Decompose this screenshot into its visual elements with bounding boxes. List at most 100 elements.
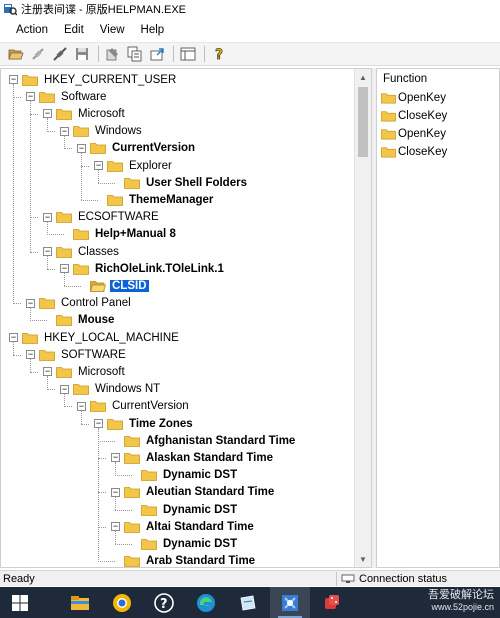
save-icon[interactable] (72, 44, 92, 64)
collapse-toggle-icon[interactable]: − (26, 91, 35, 102)
tree-node[interactable]: −Alaskan Standard Time (111, 449, 275, 466)
tree-node[interactable]: Afghanistan Standard Time (111, 432, 297, 449)
tree-node[interactable]: CLSID (77, 277, 149, 294)
taskbar-edge[interactable] (186, 587, 226, 618)
registry-tree[interactable]: −HKEY_CURRENT_USER−Software−Microsoft−Wi… (0, 68, 372, 568)
tree-node[interactable]: Mouse (43, 312, 116, 329)
tree-node[interactable]: Help+Manual 8 (60, 226, 178, 243)
collapse-toggle-icon[interactable]: − (94, 160, 103, 170)
taskbar-file-explorer[interactable] (60, 587, 100, 618)
scroll-up-arrow-icon[interactable]: ▲ (359, 72, 367, 82)
taskbar-dice[interactable] (312, 587, 352, 618)
function-item[interactable]: CloseKey (377, 143, 499, 161)
tree-node[interactable]: −Microsoft (43, 363, 127, 380)
collapse-toggle-icon[interactable]: − (77, 400, 86, 411)
collapse-toggle-icon[interactable]: − (111, 452, 120, 463)
tree-guide-line (115, 496, 116, 510)
tree-node[interactable]: − Time Zones (94, 415, 195, 432)
menu-view[interactable]: View (99, 24, 125, 36)
tree-guide-line (47, 256, 48, 270)
collapse-toggle-icon[interactable]: − (9, 332, 18, 342)
tree-node[interactable]: ThemeManager (94, 191, 215, 208)
function-item[interactable]: OpenKey (377, 125, 499, 143)
tree-node[interactable]: −Altai Standard Time (111, 518, 256, 535)
function-header[interactable]: Function (383, 73, 428, 85)
menu-help[interactable]: Help (140, 24, 165, 36)
folder-icon (381, 129, 396, 140)
tree-node[interactable]: −Software (26, 88, 108, 105)
collapse-toggle-icon[interactable]: − (60, 383, 69, 394)
tree-node[interactable]: Dynamic DST (128, 535, 239, 552)
connect-icon[interactable] (50, 44, 70, 64)
collapse-toggle-icon[interactable]: − (111, 521, 120, 532)
settings-icon[interactable] (103, 44, 123, 64)
collapse-toggle-icon[interactable]: − (43, 246, 52, 256)
tree-node[interactable]: User Shell Folders (111, 174, 249, 191)
function-item[interactable]: OpenKey (377, 89, 499, 107)
collapse-toggle-icon[interactable]: − (26, 297, 35, 308)
tree-node[interactable]: −HKEY_LOCAL_MACHINE (9, 329, 181, 346)
collapse-toggle-icon[interactable]: − (9, 74, 18, 84)
tree-node[interactable]: −Windows NT (60, 381, 162, 398)
status-text: Ready (3, 572, 35, 585)
tree-guide-line (115, 509, 132, 511)
collapse-toggle-icon[interactable]: − (77, 142, 86, 153)
pane-splitter[interactable] (372, 68, 376, 568)
tree-node[interactable]: −CurrentVersion (77, 140, 197, 157)
menu-action[interactable]: Action (16, 24, 48, 36)
collapse-toggle-icon[interactable]: − (60, 125, 69, 136)
tree-node[interactable]: −SOFTWARE (26, 346, 128, 363)
tree-node[interactable]: −Windows (60, 123, 144, 140)
tree-node-label: Control Panel (61, 297, 131, 310)
taskbar-chrome-canary[interactable] (102, 587, 142, 618)
tree-guide-line (81, 199, 98, 201)
tree-node[interactable]: − Control Panel (26, 295, 133, 312)
watermark-text: 吾爱破解论坛 (428, 589, 494, 601)
tree-node[interactable]: −Explorer (94, 157, 174, 174)
collapse-toggle-icon[interactable]: − (94, 418, 103, 428)
collapse-toggle-icon[interactable]: − (60, 263, 69, 274)
tree-guide-line (98, 457, 106, 459)
collapse-toggle-icon[interactable]: − (43, 108, 52, 119)
menu-edit[interactable]: Edit (63, 24, 84, 36)
tree-guide-line (64, 393, 65, 407)
function-item[interactable]: CloseKey (377, 107, 499, 125)
scrollbar-thumb[interactable] (358, 87, 368, 157)
disconnect-icon[interactable] (28, 44, 48, 64)
tree-node[interactable]: −Aleutian Standard Time (111, 484, 276, 501)
collapse-toggle-icon[interactable]: − (43, 366, 52, 377)
export-icon[interactable] (147, 44, 167, 64)
tree-guide-line (47, 221, 48, 235)
start-button[interactable] (0, 587, 40, 618)
watermark-url: www.52pojie.cn (431, 602, 494, 612)
copy-icon[interactable] (125, 44, 145, 64)
tree-node[interactable]: −Classes (43, 243, 121, 260)
taskbar-notepad[interactable] (228, 587, 268, 618)
function-item-label: OpenKey (398, 128, 446, 140)
function-list[interactable]: Function OpenKey CloseKey OpenKey CloseK… (376, 68, 500, 568)
tree-node[interactable]: −HKEY_CURRENT_USER (9, 71, 178, 88)
tree-scrollbar[interactable]: ▲ ▼ (354, 69, 371, 567)
taskbar-regspy[interactable] (270, 587, 310, 618)
tree-node[interactable]: −Microsoft (43, 105, 127, 122)
tree-node[interactable]: Dynamic DST (128, 467, 239, 484)
help-icon[interactable]: ? (209, 44, 229, 64)
tree-node[interactable]: −CurrentVersion (77, 398, 191, 415)
collapse-toggle-icon[interactable]: − (111, 486, 120, 497)
window-title: 注册表间谍 - 原版HELPMAN.EXE (21, 4, 187, 16)
function-item-label: CloseKey (398, 146, 448, 158)
list-view-icon[interactable] (178, 44, 198, 64)
taskbar-help-app[interactable]: ? (144, 587, 184, 618)
folder-icon (381, 111, 396, 122)
tree-node[interactable]: −RichOleLink.TOleLink.1 (60, 260, 226, 277)
tree-node-label: Time Zones (129, 417, 193, 430)
tree-node[interactable]: −ECSOFTWARE (43, 209, 161, 226)
open-icon[interactable] (6, 44, 26, 64)
tree-guide-line (98, 492, 106, 494)
tree-node[interactable]: Arab Standard Time (111, 553, 257, 567)
collapse-toggle-icon[interactable]: − (26, 349, 35, 360)
tree-node[interactable]: Dynamic DST (128, 501, 239, 518)
folder-icon (124, 435, 140, 447)
collapse-toggle-icon[interactable]: − (43, 211, 52, 222)
scroll-down-arrow-icon[interactable]: ▼ (359, 554, 367, 564)
